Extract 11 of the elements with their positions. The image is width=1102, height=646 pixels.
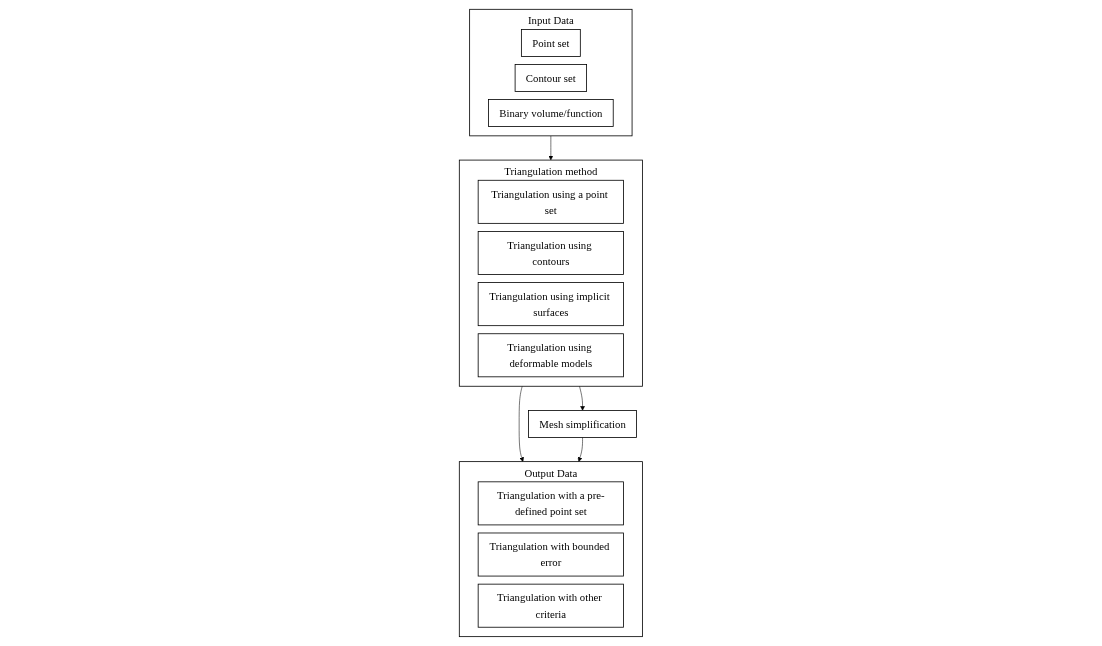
node-box: Triangulation using a point set: [477, 179, 625, 224]
node-box: Point set: [521, 29, 581, 57]
node-box: Triangulation with a pre-defined point set: [477, 481, 625, 526]
node-box: Mesh simplification: [528, 410, 638, 438]
node-box: Triangulation using deformable models: [477, 333, 625, 378]
node-box: Triangulation with other criteria: [477, 583, 625, 628]
node-box: Binary volume/function: [488, 99, 614, 127]
node-box: Triangulation using contours: [477, 231, 625, 275]
node-box: Contour set: [514, 64, 588, 92]
node-box: Triangulation using implicit surfaces: [477, 282, 625, 327]
node-box: Triangulation with bounded error: [477, 532, 625, 577]
